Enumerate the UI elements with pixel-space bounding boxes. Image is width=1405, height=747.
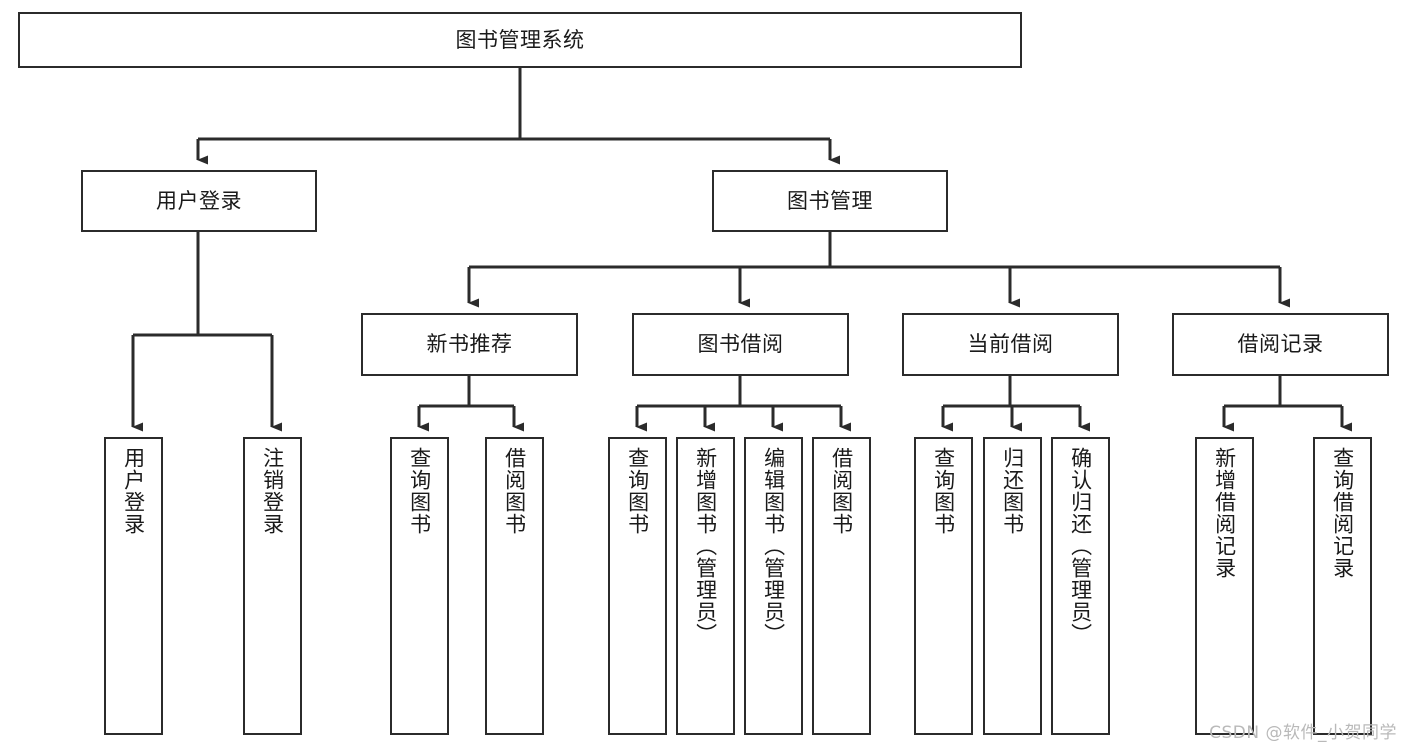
node-user-login[interactable]: 用户登录 xyxy=(81,170,317,232)
node-label: 图书借阅 xyxy=(697,332,784,357)
leaf-newbook-query-book[interactable]: 查询图书 xyxy=(390,437,449,735)
node-label: 归还图书 xyxy=(1000,447,1025,535)
node-borrow-record[interactable]: 借阅记录 xyxy=(1172,313,1389,376)
node-label: 借阅图书 xyxy=(829,447,854,535)
node-label: 新增图书（管理员） xyxy=(693,447,718,645)
csdn-watermark: CSDN @软件_小贺同学 xyxy=(1209,723,1397,743)
node-label: 用户登录 xyxy=(156,188,242,213)
node-root-book-management-system[interactable]: 图书管理系统 xyxy=(18,12,1022,68)
node-label: 查询图书 xyxy=(625,447,650,535)
node-label: 用户登录 xyxy=(121,447,146,535)
node-label: 注销登录 xyxy=(260,447,285,535)
node-label: 图书管理 xyxy=(787,188,873,213)
node-label: 借阅记录 xyxy=(1237,332,1324,357)
node-book-borrow[interactable]: 图书借阅 xyxy=(632,313,849,376)
node-label: 新书推荐 xyxy=(426,332,513,357)
node-book-management[interactable]: 图书管理 xyxy=(712,170,948,232)
node-label: 查询借阅记录 xyxy=(1330,447,1355,579)
node-label: 查询图书 xyxy=(931,447,956,535)
leaf-borrowrecord-query-record[interactable]: 查询借阅记录 xyxy=(1313,437,1372,735)
leaf-currentborrow-return-book[interactable]: 归还图书 xyxy=(983,437,1042,735)
leaf-borrowrecord-add-record[interactable]: 新增借阅记录 xyxy=(1195,437,1254,735)
node-label: 编辑图书（管理员） xyxy=(761,447,786,645)
leaf-bookborrow-edit-book[interactable]: 编辑图书（管理员） xyxy=(744,437,803,735)
node-label: 确认归还（管理员） xyxy=(1068,447,1093,645)
node-label: 借阅图书 xyxy=(502,447,527,535)
node-label: 查询图书 xyxy=(407,447,432,535)
node-current-borrow[interactable]: 当前借阅 xyxy=(902,313,1119,376)
leaf-bookborrow-borrow-book[interactable]: 借阅图书 xyxy=(812,437,871,735)
node-label: 图书管理系统 xyxy=(455,27,585,52)
leaf-bookborrow-query-book[interactable]: 查询图书 xyxy=(608,437,667,735)
leaf-bookborrow-add-book[interactable]: 新增图书（管理员） xyxy=(676,437,735,735)
leaf-currentborrow-confirm-return[interactable]: 确认归还（管理员） xyxy=(1051,437,1110,735)
leaf-user-login[interactable]: 用户登录 xyxy=(104,437,163,735)
node-label: 新增借阅记录 xyxy=(1212,447,1237,579)
leaf-currentborrow-query-book[interactable]: 查询图书 xyxy=(914,437,973,735)
node-label: 当前借阅 xyxy=(967,332,1054,357)
node-new-book-recommend[interactable]: 新书推荐 xyxy=(361,313,578,376)
leaf-newbook-borrow-book[interactable]: 借阅图书 xyxy=(485,437,544,735)
leaf-logout[interactable]: 注销登录 xyxy=(243,437,302,735)
